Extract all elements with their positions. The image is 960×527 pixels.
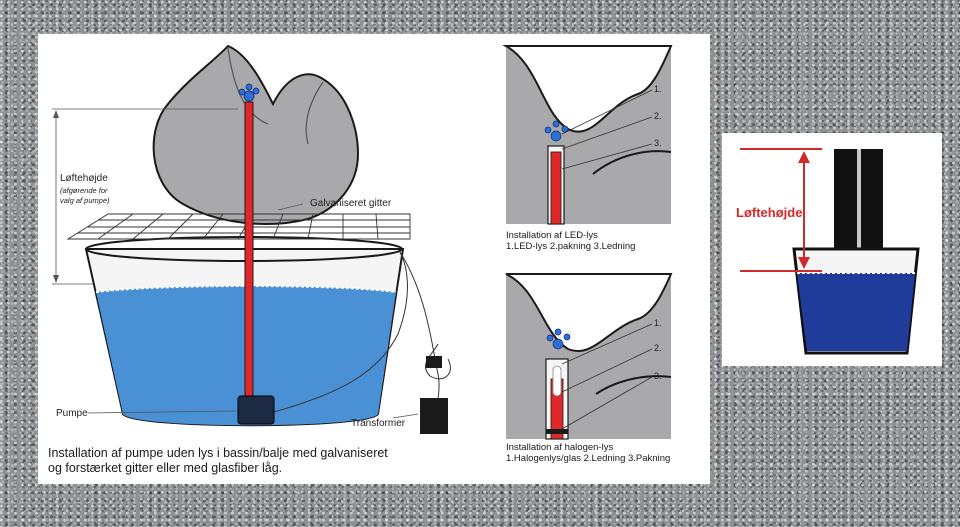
halogen-number-3: 3. xyxy=(654,371,662,381)
side-water xyxy=(797,273,915,351)
pump xyxy=(237,395,275,425)
grid-label: Galvaniseret gitter xyxy=(310,198,392,209)
led-number-3: 3. xyxy=(654,138,662,148)
side-pipe-left xyxy=(834,149,857,274)
stone xyxy=(152,44,360,225)
halogen-number-2: 2. xyxy=(654,343,662,353)
halogen-caption: Installation af halogen-lys 1.Halogenlys… xyxy=(506,442,706,465)
liftheight-note-2: valg af pumpe) xyxy=(60,196,110,205)
liftheight-label: Løftehøjde xyxy=(60,173,108,184)
main-caption: Installation af pumpe uden lys i bassin/… xyxy=(48,446,468,476)
halogen-caption-title: Installation af halogen-lys xyxy=(506,442,614,453)
led-caption-items: 1.LED-lys 2.pakning 3.Ledning xyxy=(506,241,636,253)
liftheight-note-1: (afgørende for xyxy=(60,186,108,195)
transformer-label: Transformer xyxy=(351,418,406,429)
transformer xyxy=(420,356,448,434)
fountain-spray xyxy=(238,83,260,102)
main-caption-line-1: Installation af pumpe uden lys i bassin/… xyxy=(48,446,388,460)
main-diagram-svg: Løftehøjde (afgørende for valg af pumpe)… xyxy=(52,44,673,440)
led-number-2: 2. xyxy=(654,111,662,121)
pump-pipe xyxy=(244,101,254,403)
side-liftheight-label: Løftehøjde xyxy=(736,205,802,220)
led-caption-title: Installation af LED-lys xyxy=(506,230,598,241)
main-caption-line-2: og forstærket gitter eller med glasfiber… xyxy=(48,461,283,475)
side-pipe-right xyxy=(861,149,883,274)
halogen-detail xyxy=(505,273,673,440)
led-caption: Installation af LED-lys 1.LED-lys 2.pakn… xyxy=(506,230,706,253)
side-diagram-svg: Løftehøjde xyxy=(736,148,920,355)
pump-label: Pumpe xyxy=(56,408,88,419)
halogen-number-1: 1. xyxy=(654,318,662,328)
led-detail xyxy=(502,45,673,225)
main-diagram-panel: Løftehøjde (afgørende for valg af pumpe)… xyxy=(38,34,710,484)
halogen-caption-items: 1.Halogenlys/glas 2.Ledning 3.Pakning xyxy=(506,453,671,465)
led-number-1: 1. xyxy=(654,84,662,94)
side-diagram-panel: Løftehøjde xyxy=(722,133,942,366)
